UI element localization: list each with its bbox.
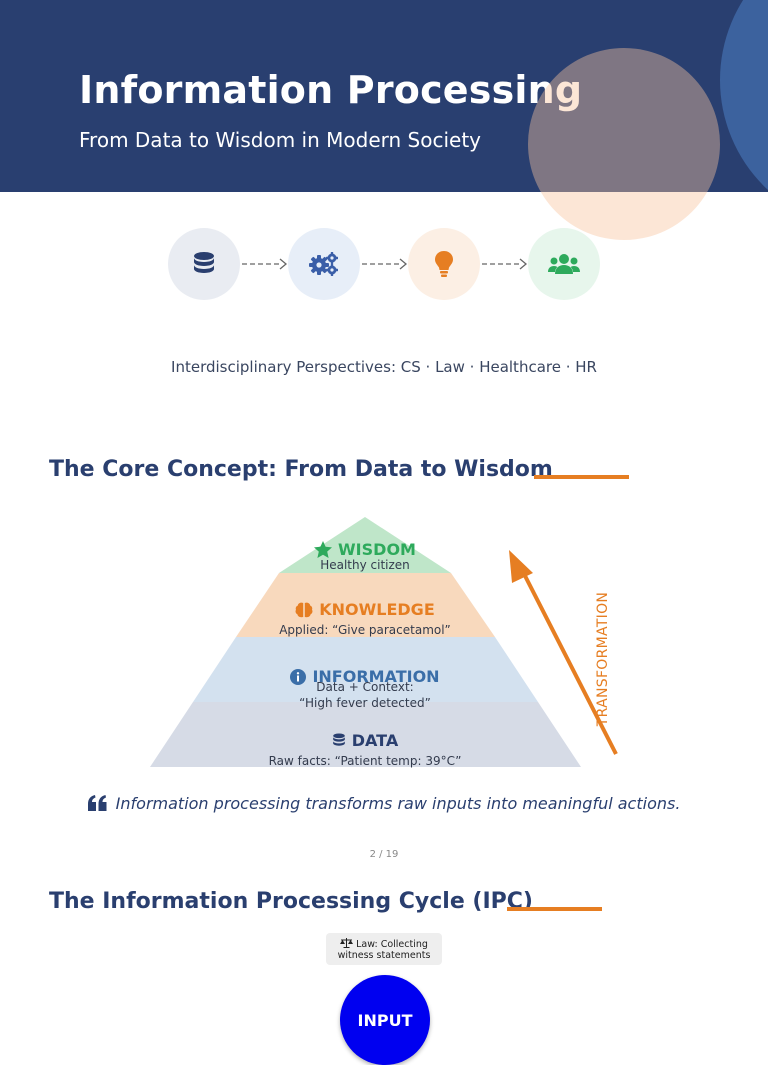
pyramid-label-information: INFORMATION bbox=[115, 667, 615, 686]
data-label: DATA bbox=[351, 731, 399, 750]
knowledge-label: KNOWLEDGE bbox=[319, 600, 435, 619]
law-card-text: Law: Collecting bbox=[356, 939, 428, 950]
page-number: 2 / 19 bbox=[369, 849, 399, 860]
data-example: Raw facts: “Patient temp: 39°C” bbox=[268, 754, 462, 768]
title-header: Information Processing From Data to Wisd… bbox=[0, 0, 768, 192]
transformation-arrow bbox=[509, 550, 618, 755]
presentation-title: Information Processing bbox=[79, 68, 583, 112]
presentation-subtitle: From Data to Wisdom in Modern Society bbox=[79, 128, 481, 152]
pyramid-diagram bbox=[150, 517, 618, 767]
flow-arrow bbox=[242, 258, 288, 270]
gears-icon bbox=[309, 252, 338, 276]
section-title-core-concept: The Core Concept: From Data to Wisdom bbox=[49, 457, 553, 482]
section-underline bbox=[534, 475, 629, 479]
flow-step-insight bbox=[408, 228, 480, 300]
pyramid-level-data bbox=[150, 702, 581, 767]
key-quote: Information processing transforms raw in… bbox=[0, 794, 768, 813]
pyramid-level-wisdom bbox=[279, 517, 451, 573]
info-circle-icon bbox=[290, 668, 307, 685]
flow-arrow bbox=[482, 258, 528, 270]
quote-text: Information processing transforms raw in… bbox=[115, 794, 681, 813]
star-icon bbox=[314, 541, 333, 558]
flow-step-data bbox=[168, 228, 240, 300]
input-label: INPUT bbox=[357, 1011, 413, 1030]
database-icon bbox=[332, 733, 345, 746]
flow-arrow bbox=[362, 258, 408, 270]
law-card-line1: Law: Collecting bbox=[326, 938, 442, 950]
wisdom-example: Healthy citizen bbox=[320, 558, 410, 572]
section-underline bbox=[507, 907, 602, 911]
law-example-card: Law: Collecting witness statements bbox=[326, 933, 442, 965]
section-title-ipc: The Information Processing Cycle (IPC) bbox=[49, 889, 533, 914]
information-example-line1: Data + Context: bbox=[316, 680, 414, 694]
information-example-line2: “High fever detected” bbox=[299, 696, 431, 710]
pyramid-level-information bbox=[193, 637, 538, 702]
flow-step-processing bbox=[288, 228, 360, 300]
wisdom-label: WISDOM bbox=[338, 540, 416, 559]
transformation-label: TRANSFORMATION bbox=[595, 591, 611, 727]
pyramid-label-data: DATA bbox=[115, 731, 615, 750]
balance-scale-icon bbox=[340, 938, 354, 948]
knowledge-example: Applied: “Give paracetamol” bbox=[279, 623, 451, 637]
pyramid-label-knowledge: KNOWLEDGE bbox=[115, 600, 615, 619]
pyramid-label-wisdom: WISDOM bbox=[115, 540, 615, 559]
brain-icon bbox=[295, 602, 313, 617]
law-card-line2: witness statements bbox=[337, 950, 431, 961]
quote-icon bbox=[87, 795, 107, 811]
information-label: INFORMATION bbox=[312, 667, 440, 686]
pyramid-level-knowledge bbox=[236, 573, 495, 637]
lightbulb-icon bbox=[435, 251, 453, 277]
users-icon bbox=[548, 254, 580, 274]
input-node: INPUT bbox=[340, 975, 430, 1065]
perspectives-line: Interdisciplinary Perspectives: CS · Law… bbox=[171, 358, 597, 376]
database-icon bbox=[194, 252, 214, 273]
flow-step-society bbox=[528, 228, 600, 300]
decorative-peach-circle bbox=[528, 48, 720, 240]
